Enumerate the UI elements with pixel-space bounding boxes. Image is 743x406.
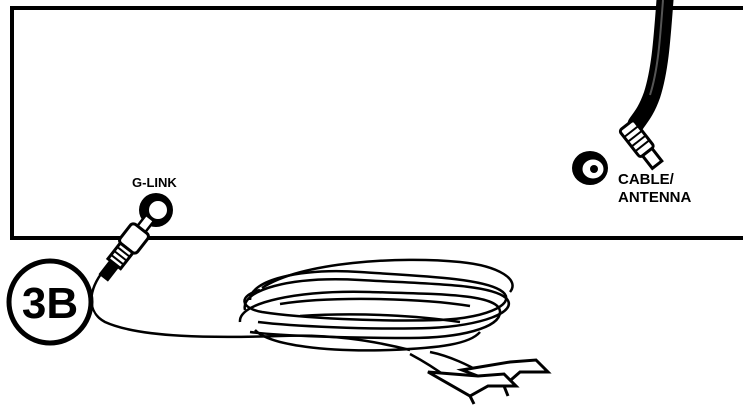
- device-back-panel: [10, 6, 743, 240]
- antenna-label-line2: ANTENNA: [618, 189, 691, 206]
- glink-plug: [98, 213, 156, 282]
- ir-emitter-2: [409, 352, 520, 405]
- step-label: 3B: [22, 279, 78, 328]
- cable-coil: [238, 258, 514, 352]
- antenna-jack: [572, 151, 608, 185]
- coax-cable: [618, 0, 674, 171]
- step-badge: 3B: [6, 258, 94, 346]
- glink-label: G-LINK: [132, 175, 177, 190]
- antenna-label-line1: CABLE/: [618, 171, 675, 188]
